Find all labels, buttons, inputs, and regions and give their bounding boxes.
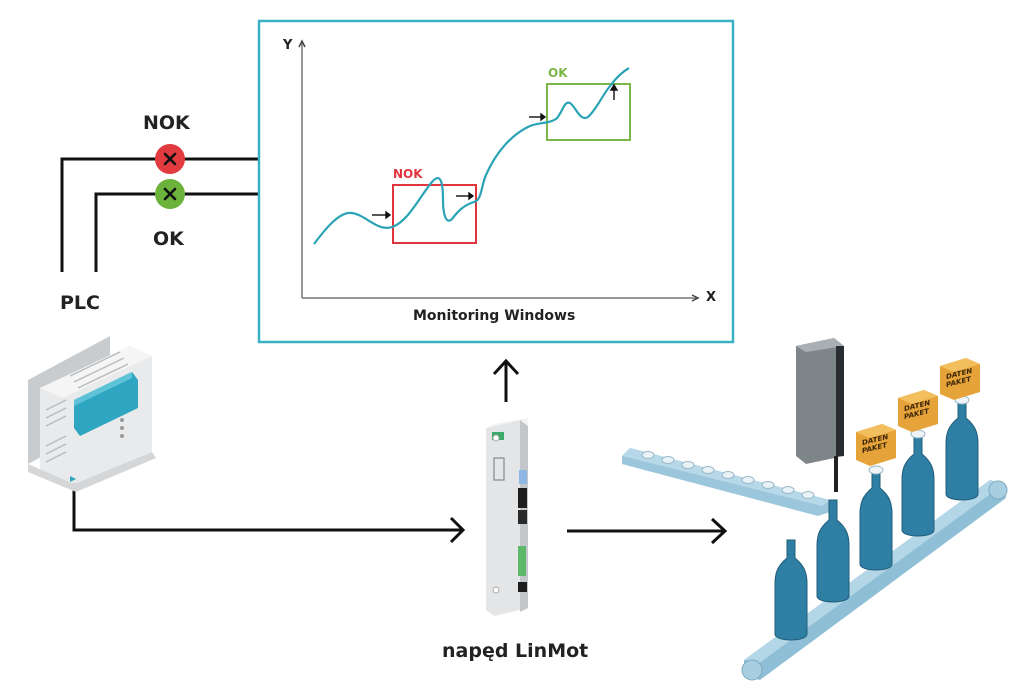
window-entry-arrow <box>529 112 547 122</box>
bottle <box>859 469 893 571</box>
data-packages <box>856 358 980 466</box>
ok-monitoring-window <box>546 83 631 141</box>
x-mark-icon <box>163 152 177 166</box>
nok-signal-label: NOK <box>143 112 190 134</box>
nok-indicator <box>155 144 185 174</box>
drive-to-monitor-arrowhead <box>492 358 520 376</box>
y-axis-label: Y <box>283 38 293 53</box>
drive-label: napęd LinMot <box>442 640 589 662</box>
x-axis-arrowhead <box>691 294 700 302</box>
plc-label: PLC <box>60 292 100 314</box>
bottle <box>945 399 979 501</box>
data-package-box <box>856 424 896 466</box>
linmot-drive-illustration <box>486 418 528 616</box>
infeed-conveyor <box>622 448 830 516</box>
sensor-head-illustration <box>796 338 844 492</box>
bottle <box>774 539 808 641</box>
ok-signal-label: OK <box>153 228 184 250</box>
plc-to-drive-wire <box>72 481 462 532</box>
x-mark-icon <box>163 187 177 201</box>
nok-signal-wire <box>60 157 259 272</box>
ok-window-label: OK <box>548 66 568 80</box>
drive-to-conveyor-arrowhead <box>710 517 728 545</box>
signal-curve <box>313 67 630 245</box>
plc-to-drive-arrowhead <box>449 516 466 544</box>
data-package-box <box>898 390 938 432</box>
ok-signal-wire <box>94 192 259 272</box>
bottle <box>816 499 850 603</box>
monitoring-panel-frame <box>257 19 735 344</box>
plc-device-illustration <box>28 336 156 492</box>
window-entry-arrow <box>372 210 392 220</box>
monitoring-caption: Monitoring Windows <box>413 308 576 324</box>
nok-window-label: NOK <box>393 167 423 181</box>
window-exit-arrow-up <box>609 83 619 100</box>
bottles <box>774 399 979 641</box>
data-package-box <box>940 358 980 400</box>
bottle <box>901 433 935 537</box>
ok-indicator <box>155 179 185 209</box>
y-axis-arrowhead <box>298 39 306 48</box>
x-axis-label: X <box>706 290 717 305</box>
window-exit-arrow <box>456 191 475 201</box>
main-conveyor-belt <box>741 480 1008 681</box>
nok-monitoring-window <box>392 184 477 244</box>
